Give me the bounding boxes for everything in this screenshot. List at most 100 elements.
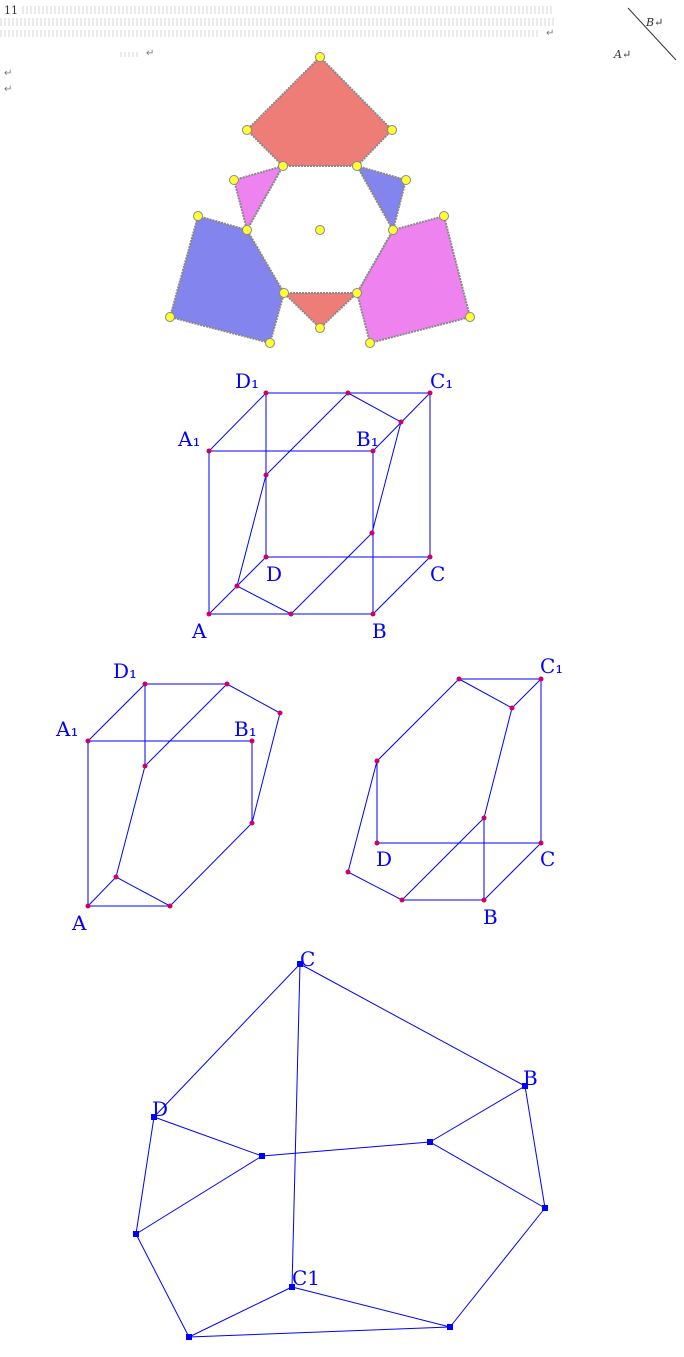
edge — [524, 1085, 546, 1209]
vertex-point — [85, 738, 91, 744]
vertex-point — [297, 961, 303, 967]
vertex-point — [133, 1231, 139, 1237]
vertex-point — [242, 125, 252, 135]
edge — [291, 963, 301, 1288]
figure3-cut-cube-left: D₁ A₁ B₁ A — [55, 659, 283, 935]
vertex-point — [352, 161, 362, 171]
vertex-point — [522, 1083, 528, 1089]
paragraph-mark: ↵ — [546, 28, 555, 39]
vertex-point — [538, 676, 544, 682]
corner-label-a: A↵ — [614, 48, 632, 61]
vertex-point — [278, 161, 288, 171]
vertex-point — [439, 211, 449, 221]
label-c: C — [430, 562, 445, 586]
document-header: 11 ↵ ↵ ↵ ↵ B↵ A↵ — [0, 0, 684, 100]
edge — [429, 1085, 526, 1143]
vertex-point — [538, 840, 544, 846]
paragraph-mark: ↵ — [4, 68, 13, 79]
label-b1: B₁ — [356, 427, 379, 451]
vertex-point — [427, 554, 433, 560]
paragraph-mark: ↵ — [4, 84, 13, 95]
vertex-point — [259, 1153, 265, 1159]
edge — [511, 678, 542, 709]
bottom-red-triangle — [281, 292, 360, 330]
label-d: D — [376, 847, 392, 871]
label-c1: C₁ — [540, 654, 563, 678]
vertex-point — [165, 312, 175, 322]
edge — [299, 963, 526, 1087]
vertex-point — [365, 338, 375, 348]
label-d: D — [152, 1097, 168, 1121]
label-a1: A₁ — [55, 717, 78, 741]
left-blue-pentagon — [168, 214, 286, 345]
vertex-point — [167, 903, 173, 909]
label-a: A — [71, 911, 87, 935]
edge — [429, 1141, 546, 1209]
section-point — [263, 472, 269, 478]
figure4-cut-cube-right: C₁ D C B — [345, 654, 563, 929]
section-point — [234, 583, 240, 589]
edge — [87, 876, 117, 907]
label-a: A — [191, 619, 207, 643]
vertex-point — [206, 448, 212, 454]
vertex-point — [265, 338, 275, 348]
vertex-point — [224, 681, 230, 687]
label-b: B — [483, 905, 498, 929]
edge — [188, 1326, 451, 1338]
edge — [135, 1233, 190, 1338]
vertex-point — [388, 225, 398, 235]
vertex-point — [465, 312, 475, 322]
section-point — [398, 419, 404, 425]
vertex-point — [387, 125, 397, 135]
vertex-point — [263, 390, 269, 396]
label-b: B — [372, 619, 387, 643]
vertex-point — [427, 1139, 433, 1145]
top-red-quadrilateral — [245, 55, 394, 167]
edge — [449, 1207, 546, 1328]
vertex-point — [352, 288, 362, 298]
vertex-point — [315, 52, 325, 62]
vertex-point — [186, 1334, 192, 1340]
edge — [135, 1116, 155, 1235]
section-point — [369, 530, 375, 536]
garbled-text-line — [120, 52, 140, 57]
vertex-point — [242, 225, 252, 235]
cut-face — [347, 678, 513, 901]
figure5-net: C B D C1 — [133, 947, 548, 1340]
vertex-point — [151, 1114, 157, 1120]
garbled-text-line — [0, 30, 540, 37]
figure2-cube-section: D₁ C₁ A₁ B₁ D C A B — [177, 369, 453, 643]
label-d: D — [266, 562, 282, 586]
vertex-point — [481, 897, 487, 903]
vertex-point — [289, 1284, 295, 1290]
vertex-point — [345, 869, 351, 875]
label-d1: D₁ — [113, 659, 137, 683]
vertex-point — [113, 874, 119, 880]
vertex-point — [142, 763, 148, 769]
edge — [483, 842, 542, 901]
label-a1: A₁ — [177, 427, 200, 451]
vertex-point — [279, 288, 289, 298]
label-c1: C₁ — [430, 369, 453, 393]
vertex-point — [249, 820, 255, 826]
vertex-point — [374, 758, 380, 764]
edge — [153, 1116, 263, 1157]
vertex-point — [509, 705, 515, 711]
section-point — [345, 390, 351, 396]
vertex-point — [447, 1324, 453, 1330]
garbled-text-line — [0, 18, 556, 26]
vertex-point — [456, 676, 462, 682]
paragraph-mark: ↵ — [146, 48, 155, 59]
vertex-point — [374, 840, 380, 846]
vertex-point — [229, 175, 239, 185]
vertex-point — [401, 175, 411, 185]
vertex-point — [206, 611, 212, 617]
edge — [135, 1155, 263, 1235]
vertex-point — [142, 681, 148, 687]
edge — [87, 683, 146, 742]
garbled-text-line — [22, 6, 552, 14]
vertex-point — [85, 903, 91, 909]
page-number: 11 — [4, 4, 18, 17]
label-c1: C1 — [292, 1266, 320, 1290]
